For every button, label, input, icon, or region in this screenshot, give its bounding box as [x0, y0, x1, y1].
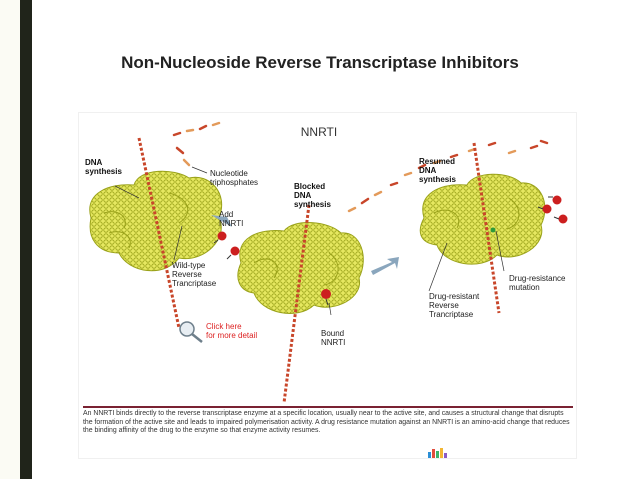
figure-caption: An NNRTI binds directly to the reverse t…: [83, 406, 573, 436]
logo-icon: [428, 448, 447, 458]
label-drug-resistant-3: Trancriptase: [429, 310, 474, 319]
label-drug-resistant: Drug-resistant: [429, 292, 480, 301]
step-arrow-1: [211, 215, 232, 227]
drug-resistant-enzyme: [419, 173, 546, 265]
mutation-site-icon: [490, 227, 496, 233]
nnrti-pin-icon: [213, 231, 227, 244]
label-nucleotide-2: triphosphates: [210, 178, 258, 187]
label-pointers: [114, 166, 505, 316]
label-blocked-3: synthesis: [294, 200, 331, 209]
label-blocked-2: DNA: [294, 191, 312, 200]
slide-left-margin: [0, 0, 20, 479]
label-resumed-2: DNA: [419, 166, 437, 175]
magnifier-icon[interactable]: [179, 321, 203, 343]
label-mutation: Drug-resistance: [509, 274, 566, 283]
label-bound-nnrti-2: NNRTI: [321, 338, 345, 347]
label-drug-resistant-2: Reverse: [429, 301, 459, 310]
label-wild-type-2: Reverse: [172, 270, 202, 279]
wild-type-enzyme: [89, 170, 223, 272]
step-arrow-2: [371, 257, 399, 275]
label-add-nnrti: Add: [219, 210, 233, 219]
label-mutation-2: mutation: [509, 283, 540, 292]
label-nucleotide: Nucleotide: [210, 169, 248, 178]
label-wild-type: Wild-type: [172, 261, 206, 270]
label-dna-synthesis-2: synthesis: [85, 167, 122, 176]
nnrti-molecules: [213, 195, 568, 306]
click-here-link-2[interactable]: for more detail: [206, 331, 257, 340]
nnrti-pin-icon: [548, 195, 562, 205]
label-blocked: Blocked: [294, 182, 325, 191]
nucleotide-dashes: [172, 121, 549, 213]
click-here-link[interactable]: Click here: [206, 322, 242, 331]
slide-title: Non-Nucleoside Reverse Transcriptase Inh…: [121, 53, 519, 72]
nnrti-diagram: NNRTI: [85, 121, 568, 403]
nnrti-pin-icon: [553, 214, 568, 224]
nnrti-pin-icon: [321, 289, 331, 306]
nnrti-pin-icon: [537, 204, 552, 214]
nnrti-pin-icon: [226, 246, 240, 260]
label-bound-nnrti: Bound: [321, 329, 344, 338]
label-wild-type-3: Trancriptase: [172, 279, 217, 288]
label-resumed-3: synthesis: [419, 175, 456, 184]
label-resumed: Resumed: [419, 157, 455, 166]
diagram-heading: NNRTI: [301, 125, 337, 139]
label-dna-synthesis: DNA: [85, 158, 103, 167]
slide-accent-bar: [20, 0, 32, 479]
blocked-enzyme: [237, 222, 364, 314]
dna-strands: [137, 137, 501, 403]
label-add-nnrti-2: NNRTI: [219, 219, 243, 228]
